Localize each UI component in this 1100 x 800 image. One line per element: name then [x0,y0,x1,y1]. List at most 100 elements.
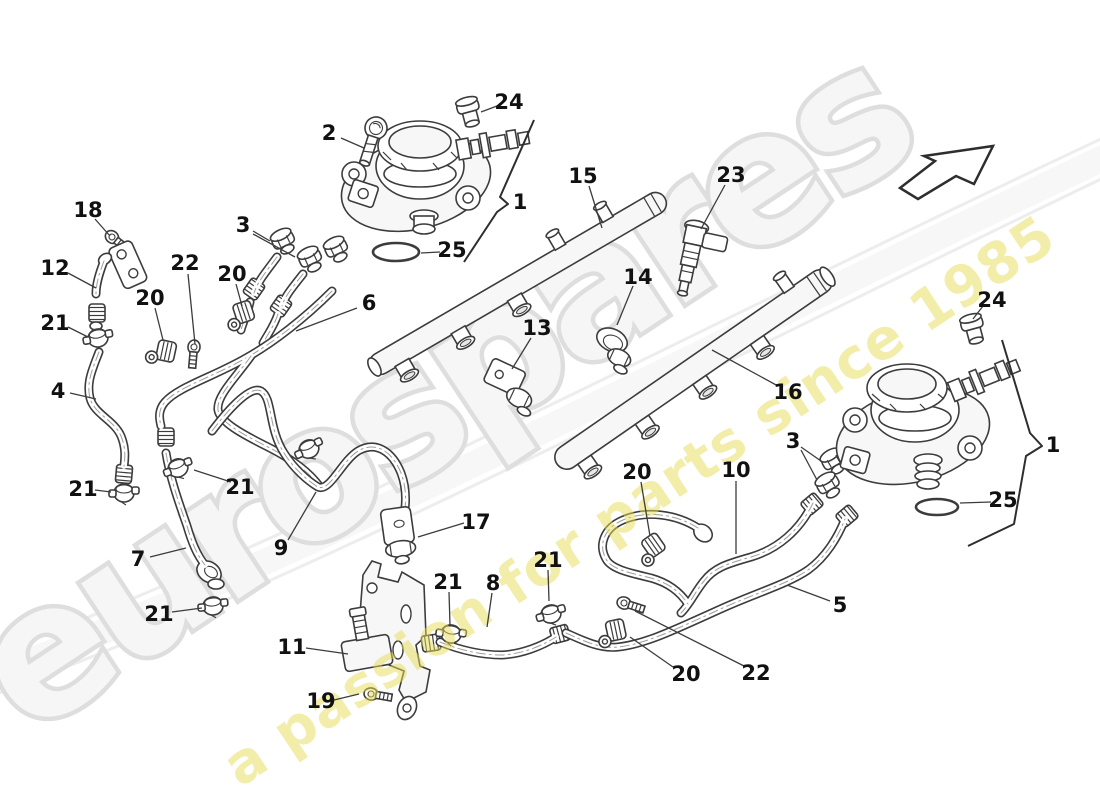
fuel-pump-left-drawing [340,120,531,235]
part-label-21: 21 [225,475,254,499]
leader-line-5 [786,584,831,602]
leader-line-20 [629,636,674,668]
leader-line-8 [486,592,493,628]
part-label-10: 10 [721,458,750,482]
fuel-rail-16-drawing [554,266,836,483]
leader-line-21 [193,469,232,483]
pipe-6-drawing [155,286,337,492]
part-label-7: 7 [131,547,146,571]
part-label-21: 21 [40,311,69,335]
leader-line-12 [67,272,97,289]
leader-line-2 [340,137,365,149]
watermark-swoosh [0,137,1100,695]
part-label-20: 20 [671,662,700,686]
part-label-21: 21 [144,602,173,626]
part-label-20: 20 [217,262,246,286]
leader-line-17 [417,522,465,538]
part-label-25: 25 [437,238,466,262]
part-label-6: 6 [362,291,377,315]
part-label-12: 12 [40,256,69,280]
part-label-18: 18 [73,198,102,222]
part-label-21: 21 [533,548,562,572]
part-label-25: 25 [988,488,1017,512]
part-label-3: 3 [786,429,801,453]
bracket-plate-12 [108,240,148,290]
fitting-24-top [453,93,485,131]
leader-line-21 [171,607,203,613]
fuel-rail-15-drawing [367,191,668,386]
leader-line-20 [640,481,651,537]
o-ring-25-top [371,241,421,263]
part-label-11: 11 [277,635,306,659]
part-label-16: 16 [773,380,802,404]
part-label-2: 2 [322,121,337,145]
leader-line-3 [252,230,271,242]
leader-line-9 [287,491,317,541]
leader-line-3 [800,446,822,462]
leader-line-21 [94,489,112,493]
pipe-4-drawing [84,347,134,485]
part-label-13: 13 [522,316,551,340]
leader-line-20 [154,307,164,341]
o-ring-25-right [914,497,960,517]
part-label-22: 22 [170,251,199,275]
part-label-24: 24 [494,90,523,114]
part-label-9: 9 [274,536,289,560]
part-label-23: 23 [716,163,745,187]
part-label-19: 19 [306,689,335,713]
leader-lines [67,105,992,701]
valve-11-drawing [340,606,394,673]
leader-line-23 [700,184,726,230]
part-label-21: 21 [68,477,97,501]
leader-line-21 [547,569,550,602]
leader-line-11 [305,647,349,655]
part-label-24: 24 [977,288,1006,312]
leader-line-24 [480,105,498,113]
part-label-1: 1 [1046,433,1061,457]
leader-line-4 [69,392,97,400]
sensor-14-drawing [595,327,632,375]
leader-line-14 [616,285,634,326]
hose-8-drawing [435,623,572,660]
leader-line-3 [252,233,296,258]
leader-line-21 [448,591,451,626]
pipe-9-drawing [207,385,411,520]
leader-line-3 [800,449,818,481]
part-label-5: 5 [833,593,848,617]
part-label-4: 4 [51,379,66,403]
sensor-17-drawing [379,505,417,565]
leader-line-18 [94,218,111,237]
leader-line-15 [588,185,603,229]
pump-assembly-bracket-top [463,119,535,263]
part-label-20: 20 [135,286,164,310]
part-label-1: 1 [513,190,528,214]
assembly-brackets [463,119,1043,547]
injector-23-drawing [676,219,729,297]
part-label-20: 20 [622,460,651,484]
clip-20 [143,336,178,369]
part-label-22: 22 [741,661,770,685]
leader-line-6 [295,307,358,332]
part-label-17: 17 [461,510,490,534]
pipe-10-drawing [598,491,825,618]
leader-line-25 [959,501,992,504]
leader-line-22 [187,273,196,345]
fuel-pump-right-drawing [835,358,1022,490]
part-label-14: 14 [623,265,652,289]
screw-22 [614,594,647,616]
leader-line-24 [972,305,984,320]
part-label-15: 15 [568,164,597,188]
union-fittings-3-top [267,224,353,277]
pump-assembly-bracket-right [967,339,1043,547]
sensor-13-drawing [483,358,533,417]
pipe-5-drawing [561,503,860,652]
pump-bolt-drawing [358,116,388,167]
leader-line-22 [634,610,745,667]
leader-line-7 [149,547,187,558]
leader-line-13 [511,337,532,370]
part-label-21: 21 [433,570,462,594]
leader-line-25 [420,251,441,254]
leader-line-19 [333,693,360,701]
